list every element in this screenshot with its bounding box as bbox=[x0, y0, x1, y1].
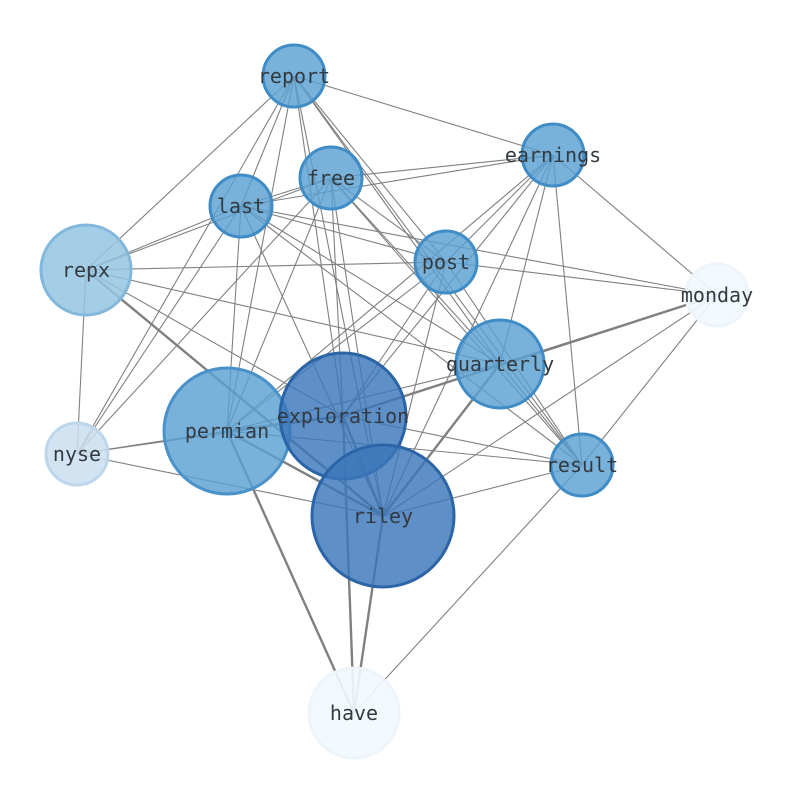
edge-earnings-free bbox=[330, 154, 554, 179]
node-report bbox=[261, 43, 327, 109]
node-nyse bbox=[44, 421, 110, 487]
edge-report-nyse bbox=[76, 75, 295, 455]
node-label-permian: permian bbox=[185, 419, 269, 443]
edge-earnings-permian bbox=[226, 154, 554, 432]
node-label-riley: riley bbox=[353, 504, 413, 528]
edge-repx-post bbox=[85, 261, 447, 271]
edge-post-monday bbox=[445, 261, 718, 296]
node-label-post: post bbox=[422, 250, 470, 274]
node-riley bbox=[310, 443, 456, 589]
node-label-monday: monday bbox=[681, 283, 753, 307]
node-label-result: result bbox=[546, 453, 618, 477]
edge-earnings-result bbox=[552, 154, 583, 466]
node-free bbox=[298, 145, 364, 211]
edge-earnings-last bbox=[240, 154, 554, 207]
edge-earnings-monday bbox=[552, 154, 718, 296]
node-label-have: have bbox=[330, 701, 378, 725]
node-label-exploration: exploration bbox=[277, 404, 409, 428]
node-repx bbox=[39, 223, 133, 317]
edge-last-monday bbox=[240, 205, 718, 296]
nodes-layer bbox=[39, 43, 750, 760]
node-post bbox=[413, 229, 479, 295]
edge-last-post bbox=[240, 205, 447, 263]
node-quarterly bbox=[454, 318, 546, 410]
edge-repx-quarterly bbox=[85, 269, 501, 365]
edge-report-earnings bbox=[293, 75, 554, 156]
edge-result-have bbox=[353, 464, 583, 714]
node-label-repx: repx bbox=[62, 258, 110, 282]
node-label-earnings: earnings bbox=[505, 143, 601, 167]
node-label-quarterly: quarterly bbox=[446, 352, 554, 376]
node-label-free: free bbox=[307, 166, 355, 190]
edge-last-quarterly bbox=[240, 205, 501, 365]
node-label-report: report bbox=[258, 64, 330, 88]
edge-report-repx bbox=[85, 75, 295, 271]
edge-free-result bbox=[330, 177, 583, 466]
node-monday bbox=[684, 262, 750, 328]
edge-free-nyse bbox=[76, 177, 332, 455]
node-result bbox=[549, 432, 615, 498]
edge-report-post bbox=[293, 75, 447, 263]
node-have bbox=[307, 666, 401, 760]
edge-report-quarterly bbox=[293, 75, 501, 365]
node-earnings bbox=[520, 122, 586, 188]
labels-layer: report earnings free last repx post monday quar… bbox=[53, 64, 753, 725]
node-label-last: last bbox=[217, 194, 265, 218]
edge-monday-result bbox=[581, 294, 718, 466]
node-last bbox=[208, 173, 274, 239]
node-label-nyse: nyse bbox=[53, 442, 101, 466]
